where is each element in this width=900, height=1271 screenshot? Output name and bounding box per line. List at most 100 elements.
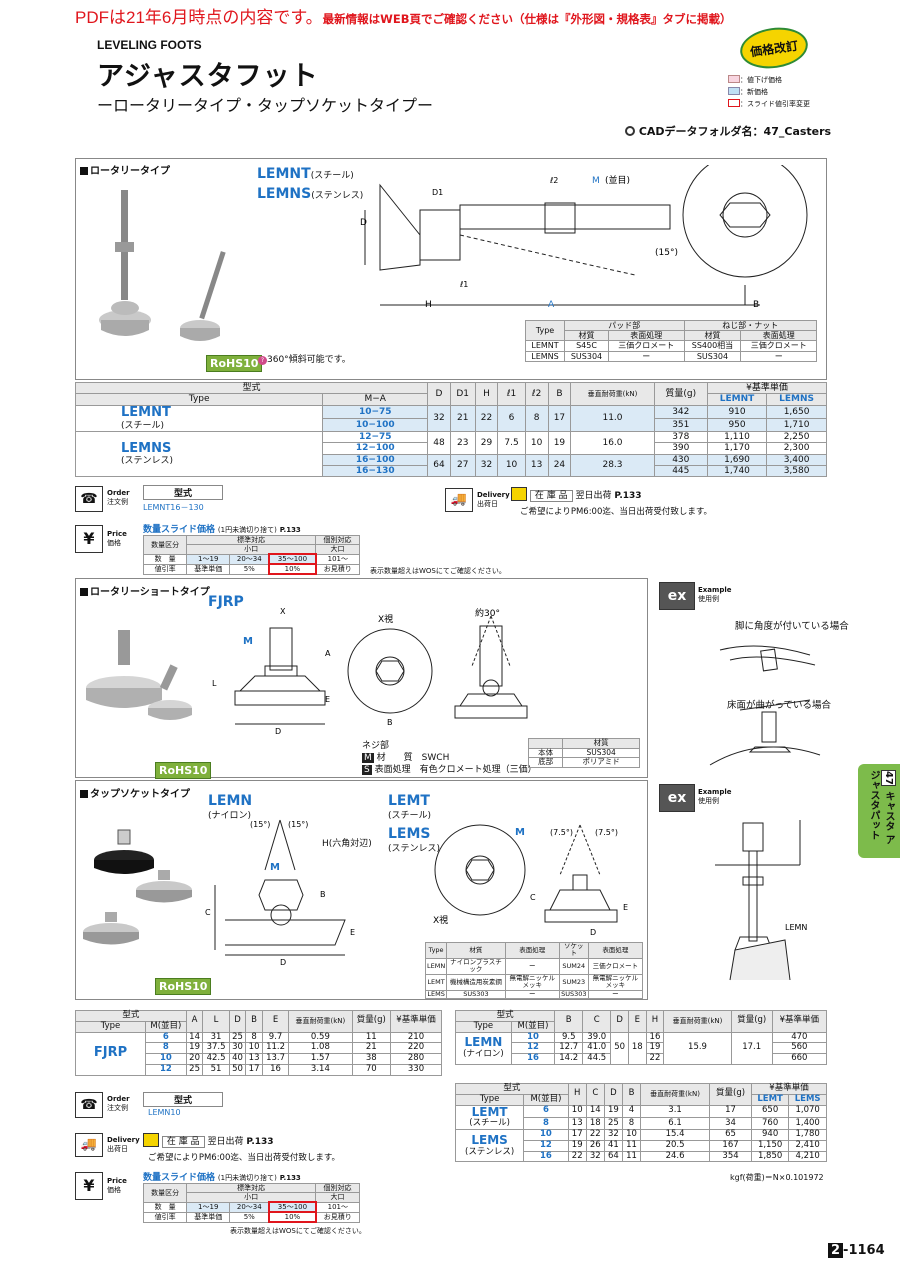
svg-text:C: C: [205, 908, 211, 917]
notice-bar: PDFは21年6月時点の内容です。最新情報はWEB頁でご確認ください（仕様は『外…: [75, 3, 875, 27]
svg-text:(15°): (15°): [250, 820, 270, 829]
short-section: [75, 578, 648, 778]
svg-text:M: M: [515, 827, 525, 838]
short-model: FJRP: [208, 594, 244, 610]
short-photo: [86, 630, 192, 720]
svg-text:D: D: [280, 958, 286, 965]
example-icon: ex: [659, 582, 695, 610]
rotary-section: [75, 158, 827, 380]
tap-drawing: (15°) (15°) M C B E D M X視 (7.5°) (7.5°)…: [205, 819, 628, 965]
svg-text:D: D: [275, 727, 281, 736]
price-legend: ：値下げ価格 ：新価格 ：スライド値引率変更: [728, 74, 810, 110]
order-icon: ☎: [75, 486, 103, 512]
svg-text:C: C: [530, 893, 536, 902]
tap-section: [75, 780, 648, 1000]
rotary-photo: [99, 190, 226, 341]
cad-icon: [625, 126, 635, 136]
svg-text:M: M: [592, 176, 600, 186]
order2-example: LEMN10: [148, 1108, 181, 1117]
angle-label: 約30°: [475, 607, 500, 619]
delivery1-note: ご希望によりPM6:00迄、当日出荷受付致します。: [520, 507, 713, 517]
svg-text:M: M: [270, 862, 280, 873]
svg-text:(7.5°): (7.5°): [550, 828, 573, 837]
side-tab[interactable]: 47 キャスタ アジャスタパット: [858, 764, 900, 858]
svg-text:E: E: [623, 903, 628, 912]
tap-x-view: X視: [433, 914, 448, 926]
order2-kata: 型式: [143, 1092, 223, 1107]
tap-heading: タップソケットタイプ: [80, 785, 190, 800]
box-icon-2: [143, 1133, 159, 1147]
price-icon-2: ¥: [75, 1172, 103, 1200]
side-tab-num: 47: [881, 770, 896, 786]
page-subtitle: ーロータリータイプ・タップソケットタイプー: [97, 96, 434, 115]
svg-text:A: A: [325, 649, 331, 658]
rotary-model1: LEMNT(スチール): [257, 166, 354, 182]
tap-model2: LEMT(スチール): [388, 793, 432, 821]
svg-text:(15°): (15°): [655, 248, 678, 258]
price1-title: 数量スライド価格 (1円未満切り捨て) P.133: [143, 525, 301, 535]
example1-text1: 脚に角度が付いている場合: [735, 621, 849, 632]
x-view-label: X視: [378, 613, 393, 625]
svg-text:ℓ2: ℓ2: [549, 176, 558, 185]
example1-text2: 床面が曲がっている場合: [727, 700, 832, 711]
tap-model3: LEMS(ステンレス): [388, 826, 441, 854]
cad-folder: CADデータフォルダ名：47_Casters: [625, 123, 831, 139]
kgf-note: kgf(荷重)＝N×0.101972: [730, 1173, 824, 1182]
delivery1-info: 在 庫 品 翌日出荷 P.133: [511, 487, 642, 502]
rohs-badge-short: RoHS10: [155, 762, 212, 779]
short-neji: ネジ部 M 材 質 SWCH S 表面処理 有色クロメート処理（三価）: [362, 741, 537, 775]
rohs-badge-tap: RoHS10: [155, 978, 212, 995]
svg-text:B: B: [753, 300, 759, 310]
rotary-model2: LEMNS(ステンレス): [257, 186, 364, 202]
svg-text:B: B: [387, 718, 393, 727]
svg-text:(並目): (並目): [605, 174, 630, 186]
price1-foot: 表示数量超えはWOSにてご確認ください。: [370, 567, 506, 575]
short-heading: ロータリーショートタイプ: [80, 583, 210, 598]
price2-title: 数量スライド価格 (1円未満切り捨て) P.133: [143, 1173, 301, 1183]
short-drawing: M A L E D X視 B 約30° X: [212, 607, 528, 736]
svg-text:L: L: [212, 679, 217, 688]
example-icon-2: ex: [659, 784, 695, 812]
page-title: アジャスタフット: [97, 61, 319, 92]
svg-text:M: M: [243, 636, 253, 647]
delivery2-info: 在 庫 品 翌日出荷 P.133: [143, 1133, 274, 1148]
rotary-heading: ロータリータイプ: [80, 162, 170, 177]
tap-model1: LEMN(ナイロン): [208, 793, 253, 821]
example1-drawing: [709, 645, 821, 766]
order-icon-2: ☎: [75, 1092, 103, 1118]
svg-text:X: X: [280, 607, 286, 616]
delivery2-note: ご希望によりPM6:00迄、当日出荷受付致します。: [148, 1153, 341, 1163]
svg-text:H: H: [425, 300, 432, 310]
price2-foot: 表示数量超えはWOSにてご確認ください。: [230, 1227, 366, 1235]
order1-example: LEMNT16－130: [143, 503, 204, 512]
notice-red2: 最新情報はWEB頁でご確認ください（仕様は『外形図・規格表』タブに掲載）: [322, 12, 732, 26]
svg-text:E: E: [325, 695, 330, 704]
svg-text:D1: D1: [432, 188, 443, 197]
svg-text:A: A: [548, 300, 555, 310]
page-number: 2-1164: [828, 1243, 885, 1258]
delivery-icon: 🚚: [445, 488, 473, 512]
price-icon: ¥: [75, 525, 103, 553]
svg-text:ℓ1: ℓ1: [459, 280, 468, 289]
box-icon: [511, 487, 527, 501]
header-en: LEVELING FOOTS: [97, 38, 202, 52]
tap-hex-label: H(六角対辺): [322, 839, 372, 849]
svg-text:D: D: [590, 928, 596, 937]
tap-photo: [83, 829, 192, 945]
badge-text: 価格改訂: [749, 38, 799, 59]
